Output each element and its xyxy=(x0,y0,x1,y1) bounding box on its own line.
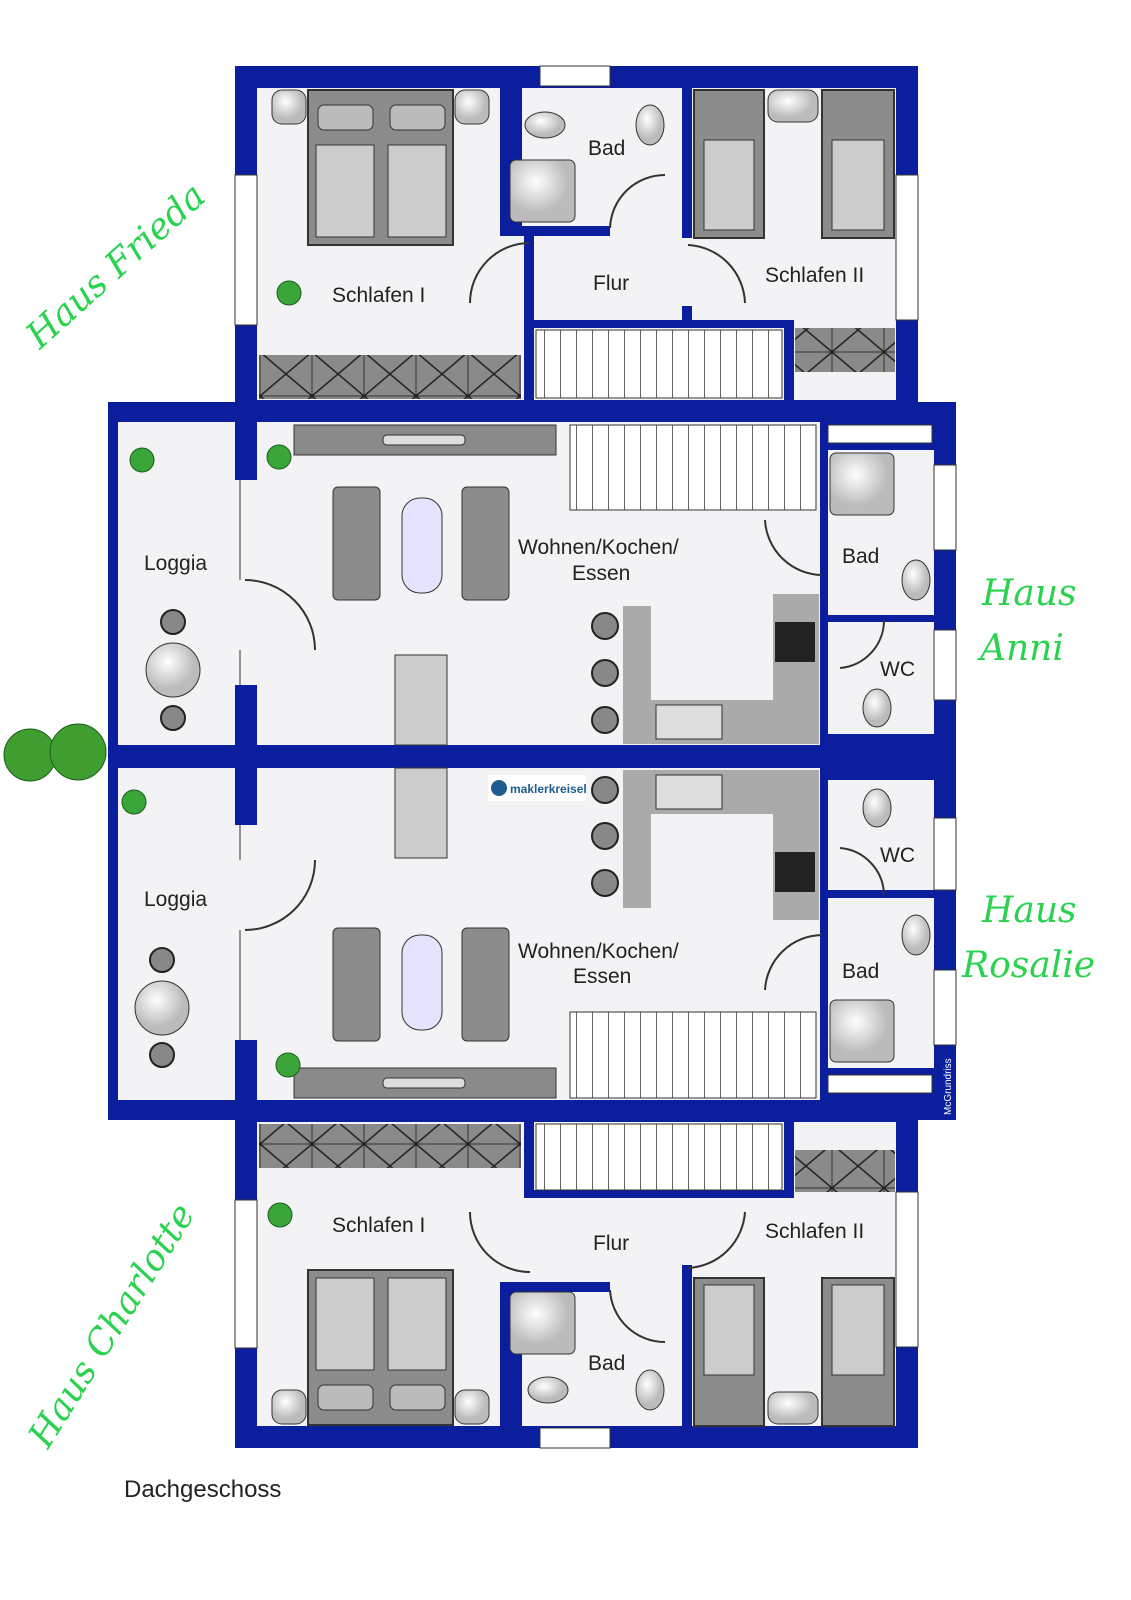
staircase xyxy=(535,1123,783,1191)
sink xyxy=(635,1369,665,1411)
toilet xyxy=(524,111,566,139)
wardrobe xyxy=(795,328,895,372)
loggia-table xyxy=(134,980,190,1036)
unit-haus-charlotte: Schlafen I Flur Schlafen II Bad xyxy=(234,1112,919,1449)
single-beds xyxy=(693,1277,895,1427)
double-bed xyxy=(307,1269,454,1426)
room-label-flur: Flur xyxy=(593,272,629,295)
svg-text:maklerkreisel: maklerkreisel xyxy=(510,782,587,796)
unit-haus-frieda: Schlafen I Bad Flur Schlafen II xyxy=(234,65,919,410)
double-bed xyxy=(307,89,454,246)
credit-text: McGrundriss xyxy=(943,1058,954,1115)
kitchen-counter xyxy=(623,594,819,744)
coffee-table xyxy=(401,497,443,594)
unit-middle: Loggia Wohnen/Kochen/ Essen Bad WC Loggi… xyxy=(108,402,957,1120)
room-label-schlafen-1: Schlafen I xyxy=(332,284,425,307)
plant-icons xyxy=(121,280,302,1228)
loggia-table xyxy=(145,642,201,698)
sofa xyxy=(332,486,381,601)
house-name-rosalie-2: Rosalie xyxy=(961,945,1095,986)
kitchen-counter xyxy=(623,770,819,920)
dining-table xyxy=(394,767,448,859)
room-label-bad: Bad xyxy=(588,137,625,160)
room-label-wc: WC xyxy=(880,844,915,867)
toilet xyxy=(862,688,892,728)
staircase xyxy=(535,329,783,399)
room-label-essen: Essen xyxy=(573,965,631,988)
house-name-frieda: Haus Frieda xyxy=(18,175,214,357)
room-label-schlafen-1: Schlafen I xyxy=(332,1214,425,1237)
room-label-schlafen-2: Schlafen II xyxy=(765,1220,864,1243)
shower xyxy=(509,159,576,223)
shower xyxy=(829,452,895,516)
sink xyxy=(901,559,931,601)
toilet xyxy=(527,1376,569,1404)
dining-table xyxy=(394,654,448,746)
room-label-bad: Bad xyxy=(842,545,879,568)
sink xyxy=(901,914,931,956)
house-name-rosalie-1: Haus xyxy=(981,890,1077,931)
sofa xyxy=(461,927,510,1042)
staircase xyxy=(569,1011,817,1099)
toilet xyxy=(862,788,892,828)
sofa xyxy=(332,927,381,1042)
room-label-essen: Essen xyxy=(572,562,630,585)
room-label-wc: WC xyxy=(880,658,915,681)
house-name-anni-1: Haus xyxy=(981,573,1077,614)
sofa xyxy=(461,486,510,601)
sink xyxy=(635,104,665,146)
shower xyxy=(509,1291,576,1355)
maklerkreisel-logo: maklerkreisel xyxy=(488,775,587,801)
wardrobe xyxy=(795,1150,895,1192)
house-name-anni-2: Anni xyxy=(977,628,1064,669)
room-label-loggia: Loggia xyxy=(144,888,207,911)
shower xyxy=(829,999,895,1063)
room-label-bad: Bad xyxy=(588,1352,625,1375)
wardrobe xyxy=(259,355,521,399)
room-label-flur: Flur xyxy=(593,1232,629,1255)
room-label-schlafen-2: Schlafen II xyxy=(765,264,864,287)
wardrobe xyxy=(259,1124,521,1168)
room-label-loggia: Loggia xyxy=(144,552,207,575)
single-beds xyxy=(693,89,895,239)
coffee-table xyxy=(401,934,443,1031)
staircase xyxy=(569,424,817,511)
room-label-bad: Bad xyxy=(842,960,879,983)
room-label-wohnen: Wohnen/Kochen/ xyxy=(518,536,679,559)
house-name-charlotte: Haus Charlotte xyxy=(20,1197,203,1456)
bar-stools xyxy=(149,609,619,1068)
floor-caption: Dachgeschoss xyxy=(124,1476,282,1503)
room-label-wohnen: Wohnen/Kochen/ xyxy=(518,940,679,963)
hedge-icon xyxy=(3,723,107,782)
